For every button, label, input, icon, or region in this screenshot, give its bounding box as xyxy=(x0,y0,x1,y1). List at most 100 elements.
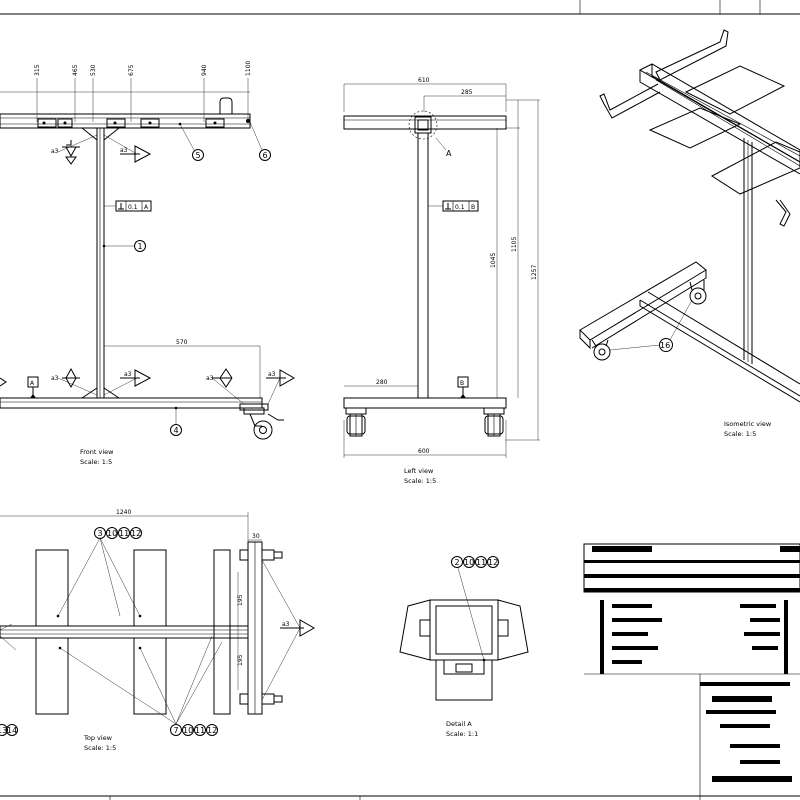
isometric-view: 16 Isometric view Scale: 1:5 xyxy=(579,29,800,438)
top-view-title: Top view xyxy=(83,734,113,742)
top-view: 1240 30 195 195 xyxy=(0,509,316,752)
iso-plates xyxy=(648,65,800,195)
top-dim-30: 30 xyxy=(252,533,260,540)
iso-casters xyxy=(591,280,707,361)
front-dim-465: 465 xyxy=(72,64,79,76)
top-balloon-13: 13 xyxy=(0,726,7,735)
top-base-frame xyxy=(239,541,283,715)
front-dim-315: 315 xyxy=(34,64,41,76)
detail-a-view: 2 10 11 12 Detail A Scale: 1:1 xyxy=(399,556,529,738)
top-balloon-10b: 10 xyxy=(183,726,193,735)
top-balloon-11a: 11 xyxy=(119,529,129,538)
front-balloons: 1 4 5 6 xyxy=(102,121,271,436)
top-balloon-14: 14 xyxy=(7,726,17,735)
front-dim-1100: 1100 xyxy=(245,61,252,76)
iso-top-rail xyxy=(638,63,800,175)
iso-base xyxy=(579,261,800,403)
iso-balloon-16: 16 xyxy=(660,341,670,350)
iso-view-scale: Scale: 1:5 xyxy=(724,430,756,438)
front-view-scale: Scale: 1:5 xyxy=(80,458,112,466)
front-balloon-5: 5 xyxy=(196,151,201,160)
top-weld: a3 xyxy=(261,559,316,701)
top-plates xyxy=(35,549,231,715)
front-balloon-6: 6 xyxy=(263,151,268,160)
front-dimensions: 315 465 530 675 940 1100 xyxy=(0,61,252,122)
top-dim-195-2: 195 xyxy=(237,654,244,666)
left-dim-610: 610 xyxy=(418,77,430,84)
left-detail-ref: A xyxy=(446,149,452,158)
top-balloon-group-1: 3 10 11 12 xyxy=(56,527,142,618)
top-balloon-3: 3 xyxy=(98,529,103,538)
front-top-beam xyxy=(0,97,251,129)
front-dim-570: 570 xyxy=(176,339,188,346)
left-dim-1257: 1257 xyxy=(531,265,538,280)
left-tolerance-ref: B xyxy=(471,204,475,211)
left-tolerance-frame: 0.1 B xyxy=(428,200,479,212)
front-datum-a-label: A xyxy=(30,380,35,387)
detail-balloon-2: 2 xyxy=(455,558,460,567)
left-top-bar xyxy=(343,110,507,140)
top-balloon-12b: 12 xyxy=(207,726,217,735)
front-tolerance-frame: 0.1 A xyxy=(104,200,152,212)
front-view-title: Front view xyxy=(80,448,114,456)
left-dim-1045: 1045 xyxy=(490,253,497,268)
top-view-scale: Scale: 1:5 xyxy=(84,744,116,752)
title-block xyxy=(583,543,800,796)
front-weld-symbols: a3 a3 a3 a3 a3 a3 xyxy=(0,134,296,405)
detail-balloon-12: 12 xyxy=(488,558,498,567)
front-balloon-4: 4 xyxy=(174,426,179,435)
detail-view-scale: Scale: 1:1 xyxy=(446,730,478,738)
top-balloon-12a: 12 xyxy=(131,529,141,538)
front-weld-a3-5: a3 xyxy=(206,375,214,382)
top-rail xyxy=(0,625,249,639)
top-dim-195-1: 195 xyxy=(237,594,244,606)
left-view: 610 285 1045 1105 1257 280 600 xyxy=(343,77,540,485)
iso-hooks xyxy=(599,29,791,227)
left-base xyxy=(343,397,507,437)
front-weld-a3-1: a3 xyxy=(51,148,59,155)
top-dim-1240: 1240 xyxy=(116,509,131,516)
top-balloon-10a: 10 xyxy=(107,529,117,538)
left-view-title: Left view xyxy=(404,467,434,475)
left-datum-b: B xyxy=(457,376,469,398)
left-detail-callout: A xyxy=(435,137,452,158)
front-weld-a3-6: a3 xyxy=(268,371,276,378)
iso-view-title: Isometric view xyxy=(724,420,772,428)
left-dim-280: 280 xyxy=(376,379,388,386)
left-view-scale: Scale: 1:5 xyxy=(404,477,436,485)
detail-a-part xyxy=(399,599,529,701)
front-dim-675: 675 xyxy=(128,64,135,76)
front-view: 315 465 530 675 940 1100 xyxy=(0,61,296,466)
front-weld-a3-4: a3 xyxy=(124,371,132,378)
front-dim-940: 940 xyxy=(201,64,208,76)
left-caster-1 xyxy=(345,407,367,437)
iso-post xyxy=(743,138,753,364)
left-dimensions: 610 285 1045 1105 1257 280 600 xyxy=(343,77,540,458)
top-balloon-11b: 11 xyxy=(195,726,205,735)
front-caster xyxy=(239,403,284,440)
left-caster-2 xyxy=(483,407,505,437)
front-tolerance-value: 0.1 xyxy=(128,204,138,211)
front-balloon-1: 1 xyxy=(138,242,143,251)
detail-view-title: Detail A xyxy=(446,720,472,728)
left-dim-285: 285 xyxy=(461,89,473,96)
top-weld-a3: a3 xyxy=(282,621,290,628)
front-dim-570-group: 570 xyxy=(104,339,261,398)
detail-balloon-11: 11 xyxy=(476,558,486,567)
front-post xyxy=(81,127,120,398)
front-tolerance-ref: A xyxy=(144,204,149,211)
left-post xyxy=(417,133,429,398)
left-dim-1105: 1105 xyxy=(511,237,518,252)
iso-balloon-16-group: 16 xyxy=(609,299,693,352)
front-datum-a: A xyxy=(27,376,39,398)
front-weld-a3-3: a3 xyxy=(51,375,59,382)
left-dim-600: 600 xyxy=(418,448,430,455)
top-balloon-group-2: 7 10 11 12 xyxy=(58,635,223,736)
front-weld-a3-2: a3 xyxy=(120,147,128,154)
detail-balloon-10: 10 xyxy=(464,558,474,567)
front-base-beam xyxy=(0,387,263,409)
top-balloon-group-3: 13 14 xyxy=(0,623,18,736)
left-datum-b-label: B xyxy=(460,380,464,387)
